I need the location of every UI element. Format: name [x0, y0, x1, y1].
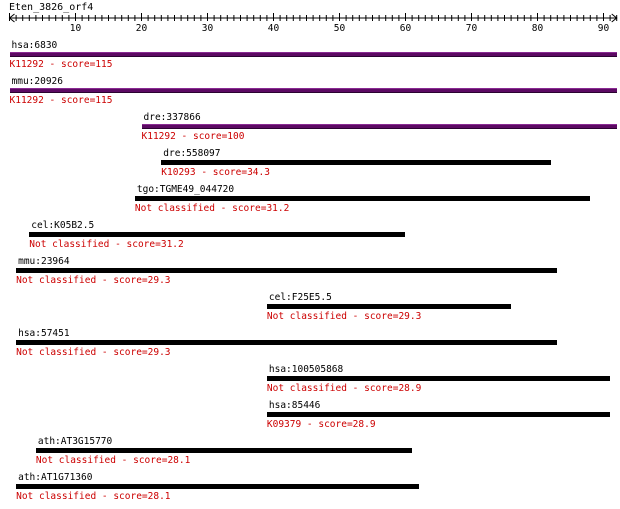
ruler-ticks: 10 20 30 40 50 60 70 80 90: [8, 13, 618, 34]
hit-score-label[interactable]: K11292 - score=115: [9, 59, 113, 70]
ortholog-alignment-bar[interactable]: [141, 124, 617, 129]
hit-gene-name[interactable]: hsa:100505868: [268, 364, 344, 375]
ruler-tick-label: 80: [532, 23, 544, 34]
hit-score-label[interactable]: Not classified - score=28.1: [35, 455, 191, 466]
ortholog-alignment-bar[interactable]: [9, 88, 617, 93]
hit-gene-name[interactable]: mmu:20926: [11, 76, 63, 87]
hit-gene-name[interactable]: cel:K05B2.5: [31, 220, 95, 231]
hit-score-label[interactable]: Not classified - score=31.2: [134, 203, 290, 214]
hit-score-label[interactable]: Not classified - score=28.9: [266, 383, 422, 394]
hit-gene-name[interactable]: ath:AT3G15770: [37, 436, 113, 447]
hit-score-label[interactable]: Not classified - score=29.3: [16, 347, 171, 358]
hit-gene-name[interactable]: tgo:TGME49_044720: [136, 184, 235, 195]
ruler-tick-label: 30: [202, 23, 214, 34]
hit-gene-name[interactable]: mmu:23964: [18, 256, 70, 267]
alignment-bar[interactable]: [16, 484, 419, 489]
alignment-bar[interactable]: [16, 268, 558, 273]
alignment-bar[interactable]: [134, 196, 591, 201]
hit-score-label[interactable]: K11292 - score=115: [9, 95, 113, 106]
hit-gene-name[interactable]: hsa:85446: [268, 400, 321, 411]
hit-gene-name[interactable]: hsa:6830: [11, 40, 58, 51]
hit-score-label[interactable]: K09379 - score=28.9: [266, 419, 376, 430]
alignment-bar[interactable]: [266, 412, 611, 417]
hit-gene-name[interactable]: dre:558097: [163, 148, 221, 159]
hit-gene-name[interactable]: cel:F25E5.5: [268, 292, 332, 303]
hit-score-label[interactable]: Not classified - score=29.3: [16, 275, 171, 286]
query-title: Eten_3826_orf4: [9, 2, 93, 13]
hit-score-label[interactable]: K11292 - score=100: [141, 131, 245, 142]
ortholog-alignment-bar[interactable]: [9, 52, 617, 57]
alignment-bar[interactable]: [16, 340, 558, 345]
hit-gene-name[interactable]: ath:AT1G71360: [18, 472, 93, 483]
hit-gene-name[interactable]: hsa:57451: [18, 328, 70, 339]
hit-score-label[interactable]: Not classified - score=29.3: [266, 311, 422, 322]
ruler-right-arrow: [611, 13, 618, 23]
ruler-tick-label: 10: [70, 23, 82, 34]
alignment-bar[interactable]: [266, 304, 512, 309]
alignment-bar[interactable]: [29, 232, 406, 237]
hit-score-label[interactable]: Not classified - score=28.1: [16, 491, 171, 502]
hit-score-label[interactable]: K10293 - score=34.3: [161, 167, 270, 178]
hit-score-label[interactable]: Not classified - score=31.2: [29, 239, 184, 250]
alignment-bar[interactable]: [266, 376, 611, 381]
ruler-tick-label: 40: [268, 23, 280, 34]
ruler-left-arrow: [8, 13, 15, 23]
position-ruler: Eten_3826_orf4 10 20 30 40 50 60 70 80 90: [8, 2, 618, 34]
hit-gene-name[interactable]: dre:337866: [143, 112, 201, 123]
alignment-bar[interactable]: [35, 448, 413, 453]
ruler-tick-label: 20: [136, 23, 148, 34]
ruler-tick-label: 70: [466, 23, 478, 34]
ruler-tick-label: 90: [598, 23, 610, 34]
alignment-bar[interactable]: [161, 160, 551, 165]
ruler-tick-label: 50: [334, 23, 346, 34]
ruler-tick-label: 60: [400, 23, 412, 34]
